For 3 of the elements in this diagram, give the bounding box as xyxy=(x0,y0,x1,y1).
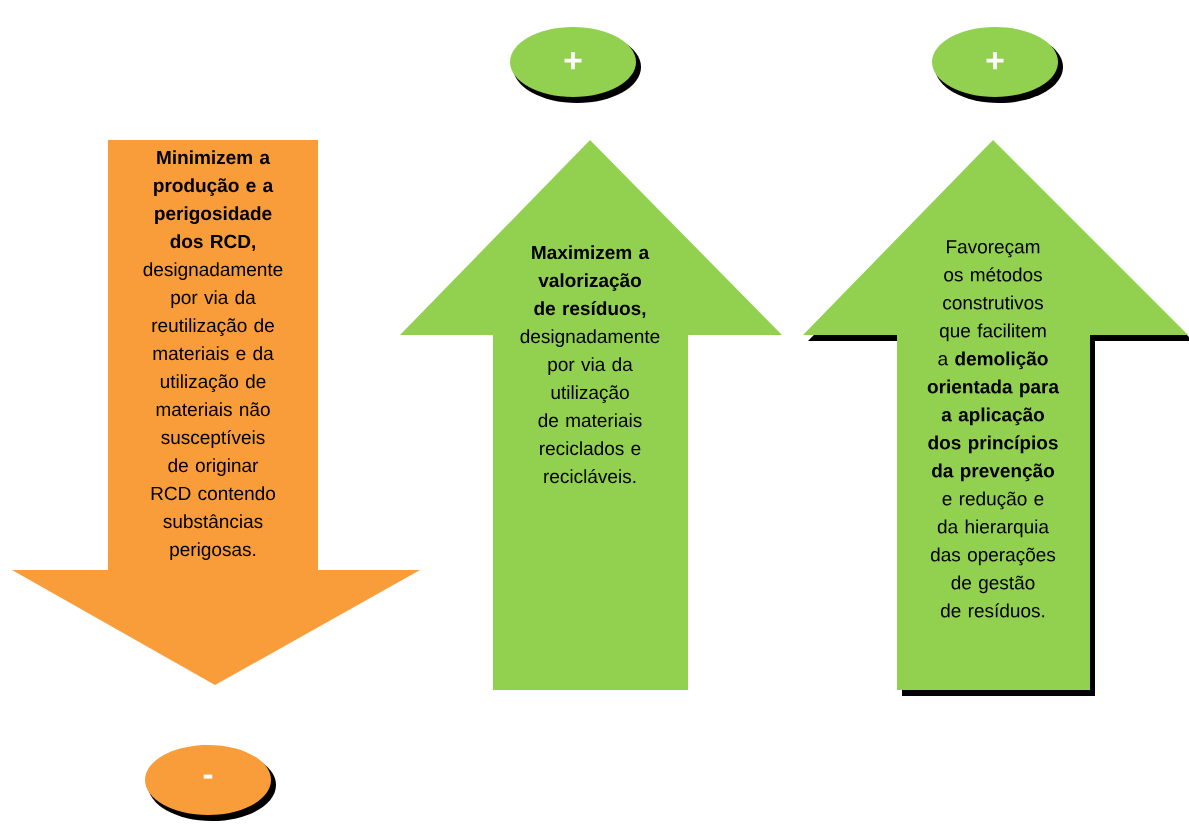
text-panel: Maximizem a valorização de resíduos, designadamente por via da utilização de materiais reciclados e recicláveis. xyxy=(400,140,782,690)
text-panel: Favoreçam os métodos construtivos que facilitem a demolição orientada para a aplicação dos princípios da prevenção e redução e da hierarquia das operações de gestão de resíduos. xyxy=(803,140,1189,696)
text-panel: Minimizem a produção e a perigosidade dos RCD, designadamente por via da reutilização de materiais e da utilização de materiais não susceptíveis de originar RCD contendo substâncias perigosas. xyxy=(12,140,420,685)
